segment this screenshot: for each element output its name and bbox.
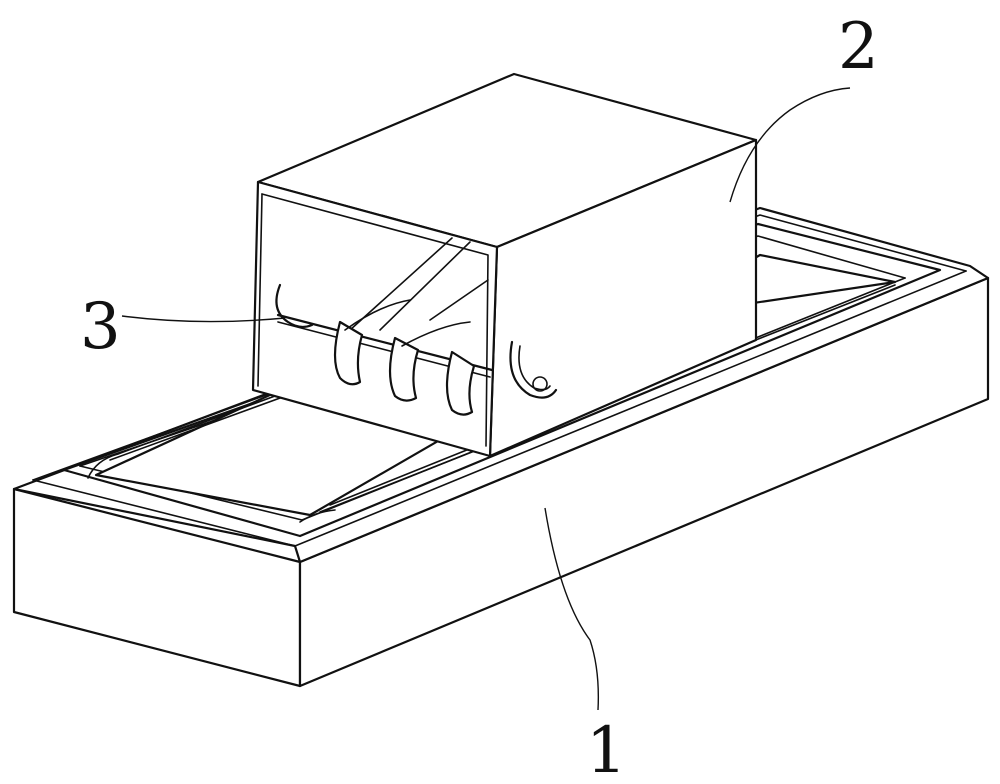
leader-2: [729, 87, 851, 203]
blade-1: [333, 320, 364, 386]
callout-2: 2: [838, 10, 879, 84]
belt-roller-left: [87, 453, 119, 479]
blade-shaft-assembly: [275, 283, 558, 416]
leader-1: [544, 507, 599, 711]
bearing-hub: [532, 376, 548, 392]
box-inner-top: [261, 193, 489, 447]
interior-slope-2: [379, 241, 471, 331]
blade-2: [388, 336, 420, 402]
blade-2-curve: [401, 321, 471, 347]
interior-slope-1: [349, 237, 453, 331]
blade-hook: [275, 283, 314, 329]
blade-1-curve: [344, 299, 411, 331]
interior-slope-3: [429, 279, 489, 321]
bearing-bracket: [509, 340, 558, 399]
rim-bevel-front: [32, 270, 967, 547]
blade-3: [445, 350, 476, 416]
box-housing: [251, 72, 758, 458]
belt-roller-right: [299, 509, 336, 523]
callout-3: 3: [80, 290, 121, 364]
leader-3: [121, 315, 286, 323]
callout-1: 1: [586, 714, 627, 784]
box-inner-left: [257, 193, 263, 387]
